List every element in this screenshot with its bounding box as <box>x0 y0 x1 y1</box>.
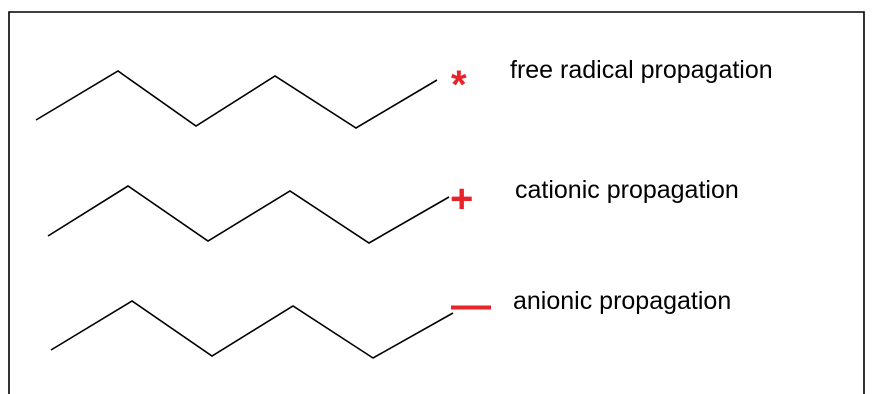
polymer-chain-3 <box>50 300 454 359</box>
row-anionic: — anionic propagation <box>50 283 731 359</box>
plus-icon: + <box>450 177 473 221</box>
row-symbol: — <box>451 283 491 327</box>
label-anionic: anionic propagation <box>513 287 731 315</box>
label-free-radical: free radical propagation <box>510 56 773 84</box>
polymer-chain-1 <box>35 70 438 129</box>
row-free-radical: * free radical propagation <box>35 56 773 129</box>
row-symbol: + <box>450 177 473 221</box>
row-symbol: * <box>451 63 467 107</box>
row-cationic: + cationic propagation <box>47 176 739 244</box>
polymer-chain-2 <box>47 185 450 244</box>
label-cationic: cationic propagation <box>515 176 739 204</box>
diagram-frame <box>8 11 865 394</box>
asterisk-icon: * <box>451 63 467 107</box>
minus-icon: — <box>451 283 491 327</box>
